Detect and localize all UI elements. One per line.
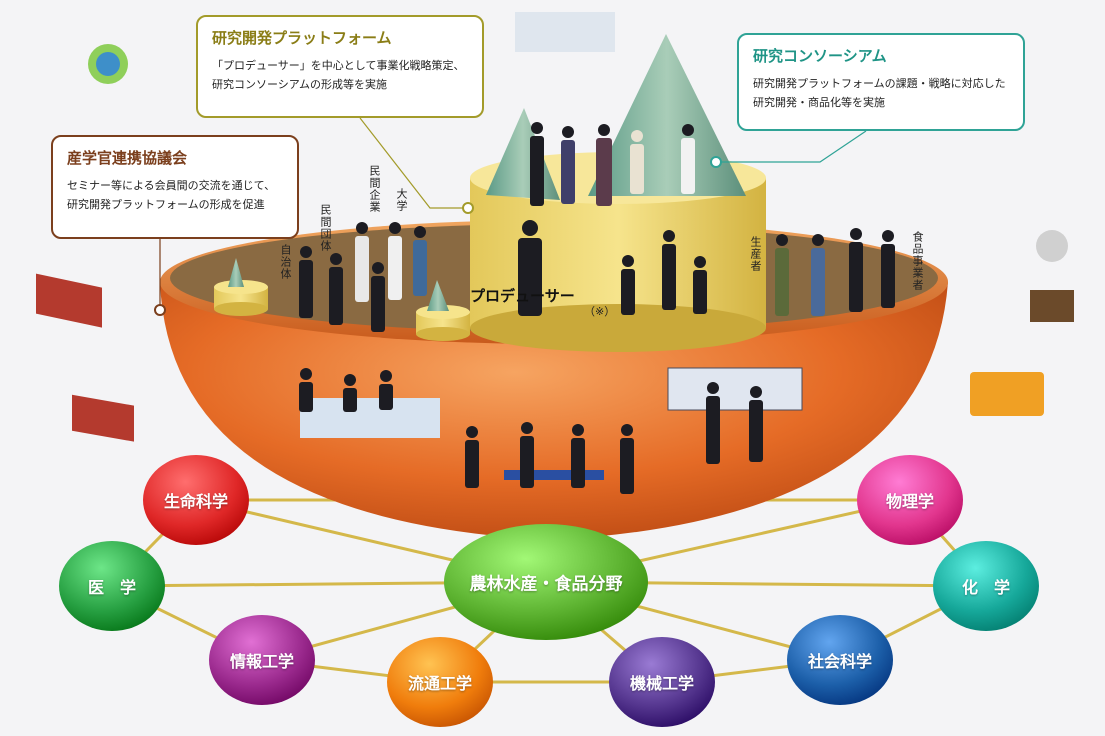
person <box>749 386 763 462</box>
person <box>371 262 385 332</box>
person <box>520 422 534 488</box>
stakeholder-label-local-government: 自治体 <box>279 244 292 280</box>
field-node <box>933 541 1039 631</box>
stakeholder-label-producer: 生産者 <box>749 236 762 272</box>
robot-arm-icon <box>72 394 134 442</box>
academia-council-callout: 産学官連携協議会 セミナー等による会員間の交流を通じて、 研究開発プラットフォー… <box>51 135 299 239</box>
research-platform-title: 研究開発プラットフォーム <box>212 29 392 47</box>
person <box>811 234 825 316</box>
person <box>881 230 895 308</box>
side-illustrations <box>36 12 1074 442</box>
bowl-body <box>160 282 948 540</box>
research-consortium-description: 研究開発プラットフォームの課題・戦略に対応した 研究開発・商品化等を実施 <box>753 77 1006 109</box>
stakeholder-label-food-business: 食品事業者 <box>911 231 924 291</box>
field-node <box>387 637 493 727</box>
research-consortium-title: 研究コンソーシアム <box>753 47 887 65</box>
academia-council-title: 産学官連携協議会 <box>67 149 188 167</box>
person <box>299 368 313 412</box>
person <box>621 255 635 315</box>
people-group-icon <box>515 12 615 52</box>
field-node-label: 医 学 <box>87 578 137 597</box>
person <box>849 228 863 312</box>
person <box>355 222 369 302</box>
research-platform-callout: 研究開発プラットフォーム 「プロデューサー」を中心として事業化戦略策定、 研究コ… <box>196 15 484 118</box>
center-field-node <box>444 524 648 640</box>
field-node-label: 化 学 <box>961 578 1011 597</box>
video-screens <box>667 367 803 411</box>
stakeholder-label-private-organization: 民間団体 <box>319 204 332 252</box>
person <box>299 246 313 318</box>
panel-table <box>504 470 604 480</box>
small-pedestals <box>214 258 470 341</box>
person <box>775 234 789 316</box>
field-nodes <box>59 455 1039 727</box>
person <box>530 122 544 206</box>
person <box>596 124 612 206</box>
cone-small <box>486 108 560 200</box>
field-node <box>143 455 249 545</box>
person <box>571 424 585 488</box>
person <box>630 130 644 194</box>
research-platform-description: 「プロデューサー」を中心として事業化戦略策定、 研究コンソーシアムの形成等を実施 <box>212 59 465 91</box>
cone-large <box>588 34 746 196</box>
person <box>561 126 575 204</box>
factory-icon <box>36 273 102 328</box>
person <box>379 370 393 410</box>
field-node <box>609 637 715 727</box>
field-node-label: 流通工学 <box>407 674 473 693</box>
person <box>518 220 542 316</box>
person <box>388 222 402 300</box>
field-node <box>857 455 963 545</box>
field-node-label: 社会科学 <box>807 652 873 671</box>
harvester-icon <box>970 372 1044 416</box>
callout-connectors <box>154 117 867 316</box>
person <box>693 256 707 314</box>
producer-label: プロデューサー <box>470 287 575 305</box>
meeting-desk <box>300 398 440 438</box>
person <box>413 226 427 296</box>
field-node-label: 生命科学 <box>163 492 229 511</box>
person <box>343 374 357 412</box>
person <box>662 230 676 310</box>
person <box>329 253 343 325</box>
stakeholder-label-private-company: 民間企業 <box>368 165 381 213</box>
academia-council-description: セミナー等による会員間の交流を通じて、 研究開発プラットフォームの形成を促進 <box>67 179 276 211</box>
people <box>299 122 895 494</box>
field-node <box>787 615 893 705</box>
person <box>465 426 479 488</box>
producer-note: （※） <box>584 305 616 318</box>
field-node <box>59 541 165 631</box>
person <box>706 382 720 464</box>
center-field-label: 農林水産・食品分野 <box>469 574 623 595</box>
field-node-label: 機械工学 <box>629 674 695 693</box>
stakeholder-label-university: 大学 <box>395 188 408 212</box>
research-consortium-callout: 研究コンソーシアム 研究開発プラットフォームの課題・戦略に対応した 研究開発・商… <box>737 33 1025 131</box>
field-node <box>209 615 315 705</box>
person <box>620 424 634 494</box>
person <box>681 124 695 194</box>
crop-planter-icon <box>1030 290 1074 322</box>
field-node-label: 物理学 <box>885 492 935 511</box>
field-node-label: 情報工学 <box>229 652 295 671</box>
drone-icon <box>1036 230 1068 262</box>
